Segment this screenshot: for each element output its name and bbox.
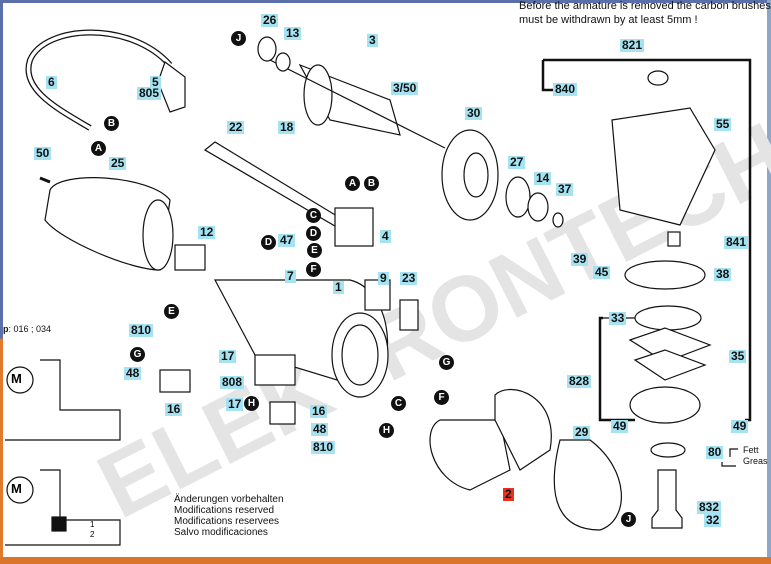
switch-contact-label: 1 [90,520,95,529]
grease-line-2: Greas [743,456,768,466]
connection-marker: C [306,208,321,223]
part-label: 832 [697,500,722,514]
connection-marker: C [391,396,406,411]
part-label: 32 [704,513,722,527]
part-type: p: 016 ; 034 [3,324,51,334]
part-label: 30 [465,106,483,120]
part-label: 3 [367,33,378,47]
part-label: 810 [311,440,336,454]
part-label: 17 [226,397,244,411]
part-label: 17 [219,349,237,363]
connection-marker: F [306,262,321,277]
frame-top [0,0,771,3]
part-label: 23 [400,271,418,285]
part-label: 18 [278,120,296,134]
part-label: 33 [609,311,627,325]
part-label: 80 [706,445,724,459]
part-label: 49 [611,419,629,433]
modifications-notice: Änderungen vorbehalten Modifications res… [174,494,284,538]
part-label: 9 [378,271,389,285]
modification-line: Modifications reserved [174,505,275,516]
part-label: 25 [109,156,127,170]
motor-symbol: M [11,371,22,386]
bevel-gear [624,260,706,290]
modification-line: Modifications reservees [174,516,280,527]
spindle [651,469,683,529]
part-label: 16 [310,404,328,418]
connection-marker: H [244,396,259,411]
part-label: 29 [573,425,591,439]
part-label: 828 [567,374,592,388]
connection-marker: B [364,176,379,191]
bearing-flange [629,386,701,424]
part-label: 821 [620,38,645,52]
part-label: 16 [165,402,183,416]
part-type-prefix: p [3,324,9,334]
note-line-2: must be withdrawn by at least 5mm ! [519,14,698,26]
part-label: 48 [124,366,142,380]
part-type-value: : 016 ; 034 [8,324,52,334]
connection-marker: G [130,347,145,362]
part-label: 841 [724,235,749,249]
frame-right [767,0,771,564]
connection-marker: B [104,116,119,131]
part-label: 26 [261,13,279,27]
part-label: 840 [553,82,578,96]
note-line-1: Before the armature is removed the carbo… [519,0,771,12]
connection-marker: G [439,355,454,370]
part-label: 50 [34,146,52,160]
part-label: 2 [503,487,514,501]
frame-left [0,0,3,564]
connection-marker: J [621,512,636,527]
guard-flange [553,439,622,531]
connection-marker: J [231,31,246,46]
part-label: 47 [278,233,296,247]
part-label: 4 [380,229,391,243]
switch-contact-label: 2 [90,530,95,539]
part-label: 13 [284,26,302,40]
connection-marker: A [91,141,106,156]
part-label: 805 [137,86,162,100]
connection-marker: E [164,304,179,319]
modification-line: Salvo modificaciones [174,527,268,538]
part-label: 22 [227,120,245,134]
part-label: 808 [220,375,245,389]
grease-line-1: Fett [743,445,759,455]
modification-line: Änderungen vorbehalten [174,494,284,505]
part-label: 12 [198,225,216,239]
plug [157,61,186,113]
part-label: 1 [333,280,344,294]
armature-removal-note: Before the armature is removed the carbo… [519,0,771,27]
part-label: 37 [556,182,574,196]
part-label: 14 [534,171,552,185]
part-label: 6 [46,75,57,89]
part-label: 35 [729,349,747,363]
part-label: 7 [285,269,296,283]
part-label: 5 [150,75,161,89]
frame-bottom [0,557,771,564]
switch [334,207,374,247]
connection-marker: H [379,423,394,438]
part-label: 49 [731,419,749,433]
part-label: 39 [571,252,589,266]
connection-marker: E [307,243,322,258]
part-label: 27 [508,155,526,169]
part-label: 55 [714,117,732,131]
grease-note: Fett Greas [743,445,768,467]
field-coil [429,419,511,491]
gear-housing [611,107,716,226]
connection-marker: A [345,176,360,191]
part-label: 45 [593,265,611,279]
connection-marker: F [434,390,449,405]
connection-marker: D [306,226,321,241]
motor-symbol: M [11,481,22,496]
part-label: 3/50 [391,81,419,95]
connection-marker: D [261,235,276,250]
part-label: 48 [311,422,329,436]
part-label: 810 [129,323,154,337]
part-label: 38 [714,267,732,281]
